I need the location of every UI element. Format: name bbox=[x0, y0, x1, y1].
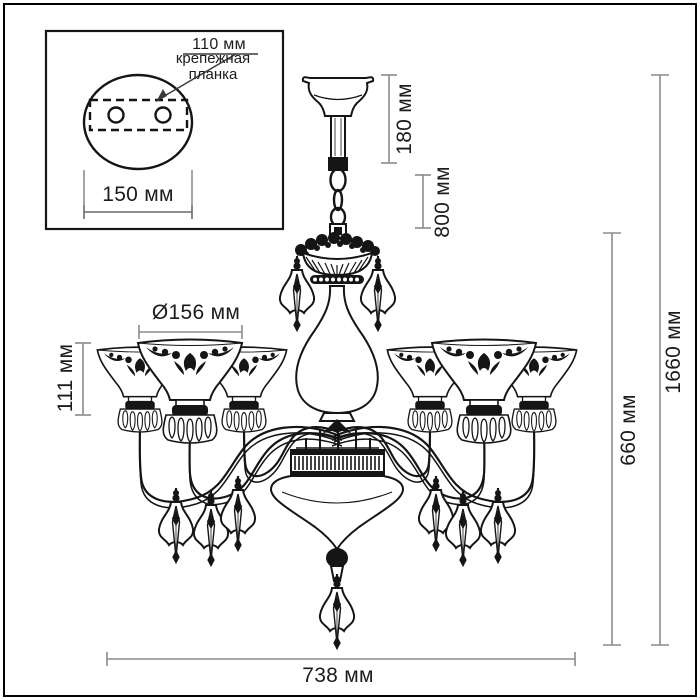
bracket-name-label: крепежная планка bbox=[175, 49, 251, 83]
crown-ornament bbox=[295, 232, 380, 284]
mounting-hole-right bbox=[154, 106, 172, 124]
body-height-label: 660 мм bbox=[617, 394, 640, 466]
canopy-height-label: 180 мм bbox=[393, 83, 416, 155]
ceiling-canopy bbox=[301, 76, 375, 117]
mounting-hole-left bbox=[107, 106, 125, 124]
dimension-lines bbox=[75, 74, 669, 666]
center-bowl bbox=[269, 449, 405, 551]
mounting-plate-circle bbox=[82, 73, 194, 171]
bracket-leader-arrow bbox=[156, 89, 167, 102]
bracket-width-label: 110 мм bbox=[192, 36, 246, 53]
chain-length-label: 800 мм bbox=[431, 166, 454, 238]
chain bbox=[329, 167, 347, 239]
plate-diameter-label: 150 мм bbox=[102, 183, 174, 206]
inset-detail-box bbox=[44, 29, 285, 231]
total-height-label: 1660 мм bbox=[662, 310, 685, 394]
bracket-name-line2: планка bbox=[188, 66, 238, 83]
shade-diameter-label: Ø156 мм bbox=[151, 301, 241, 324]
total-width-label: 738 мм bbox=[302, 664, 374, 687]
bracket-leader-line bbox=[160, 53, 258, 99]
bracket-name-line1: крепежная bbox=[175, 49, 251, 67]
arm-pendant bbox=[192, 489, 230, 567]
plate-diameter-dimension bbox=[83, 170, 193, 219]
finial-pendant bbox=[318, 572, 356, 650]
chandelier-drawing bbox=[96, 76, 578, 650]
arm-pendant bbox=[444, 489, 482, 567]
suspension-rod bbox=[328, 115, 348, 171]
mounting-bracket bbox=[88, 98, 189, 132]
shade-height-label: 111 мм bbox=[54, 343, 77, 413]
